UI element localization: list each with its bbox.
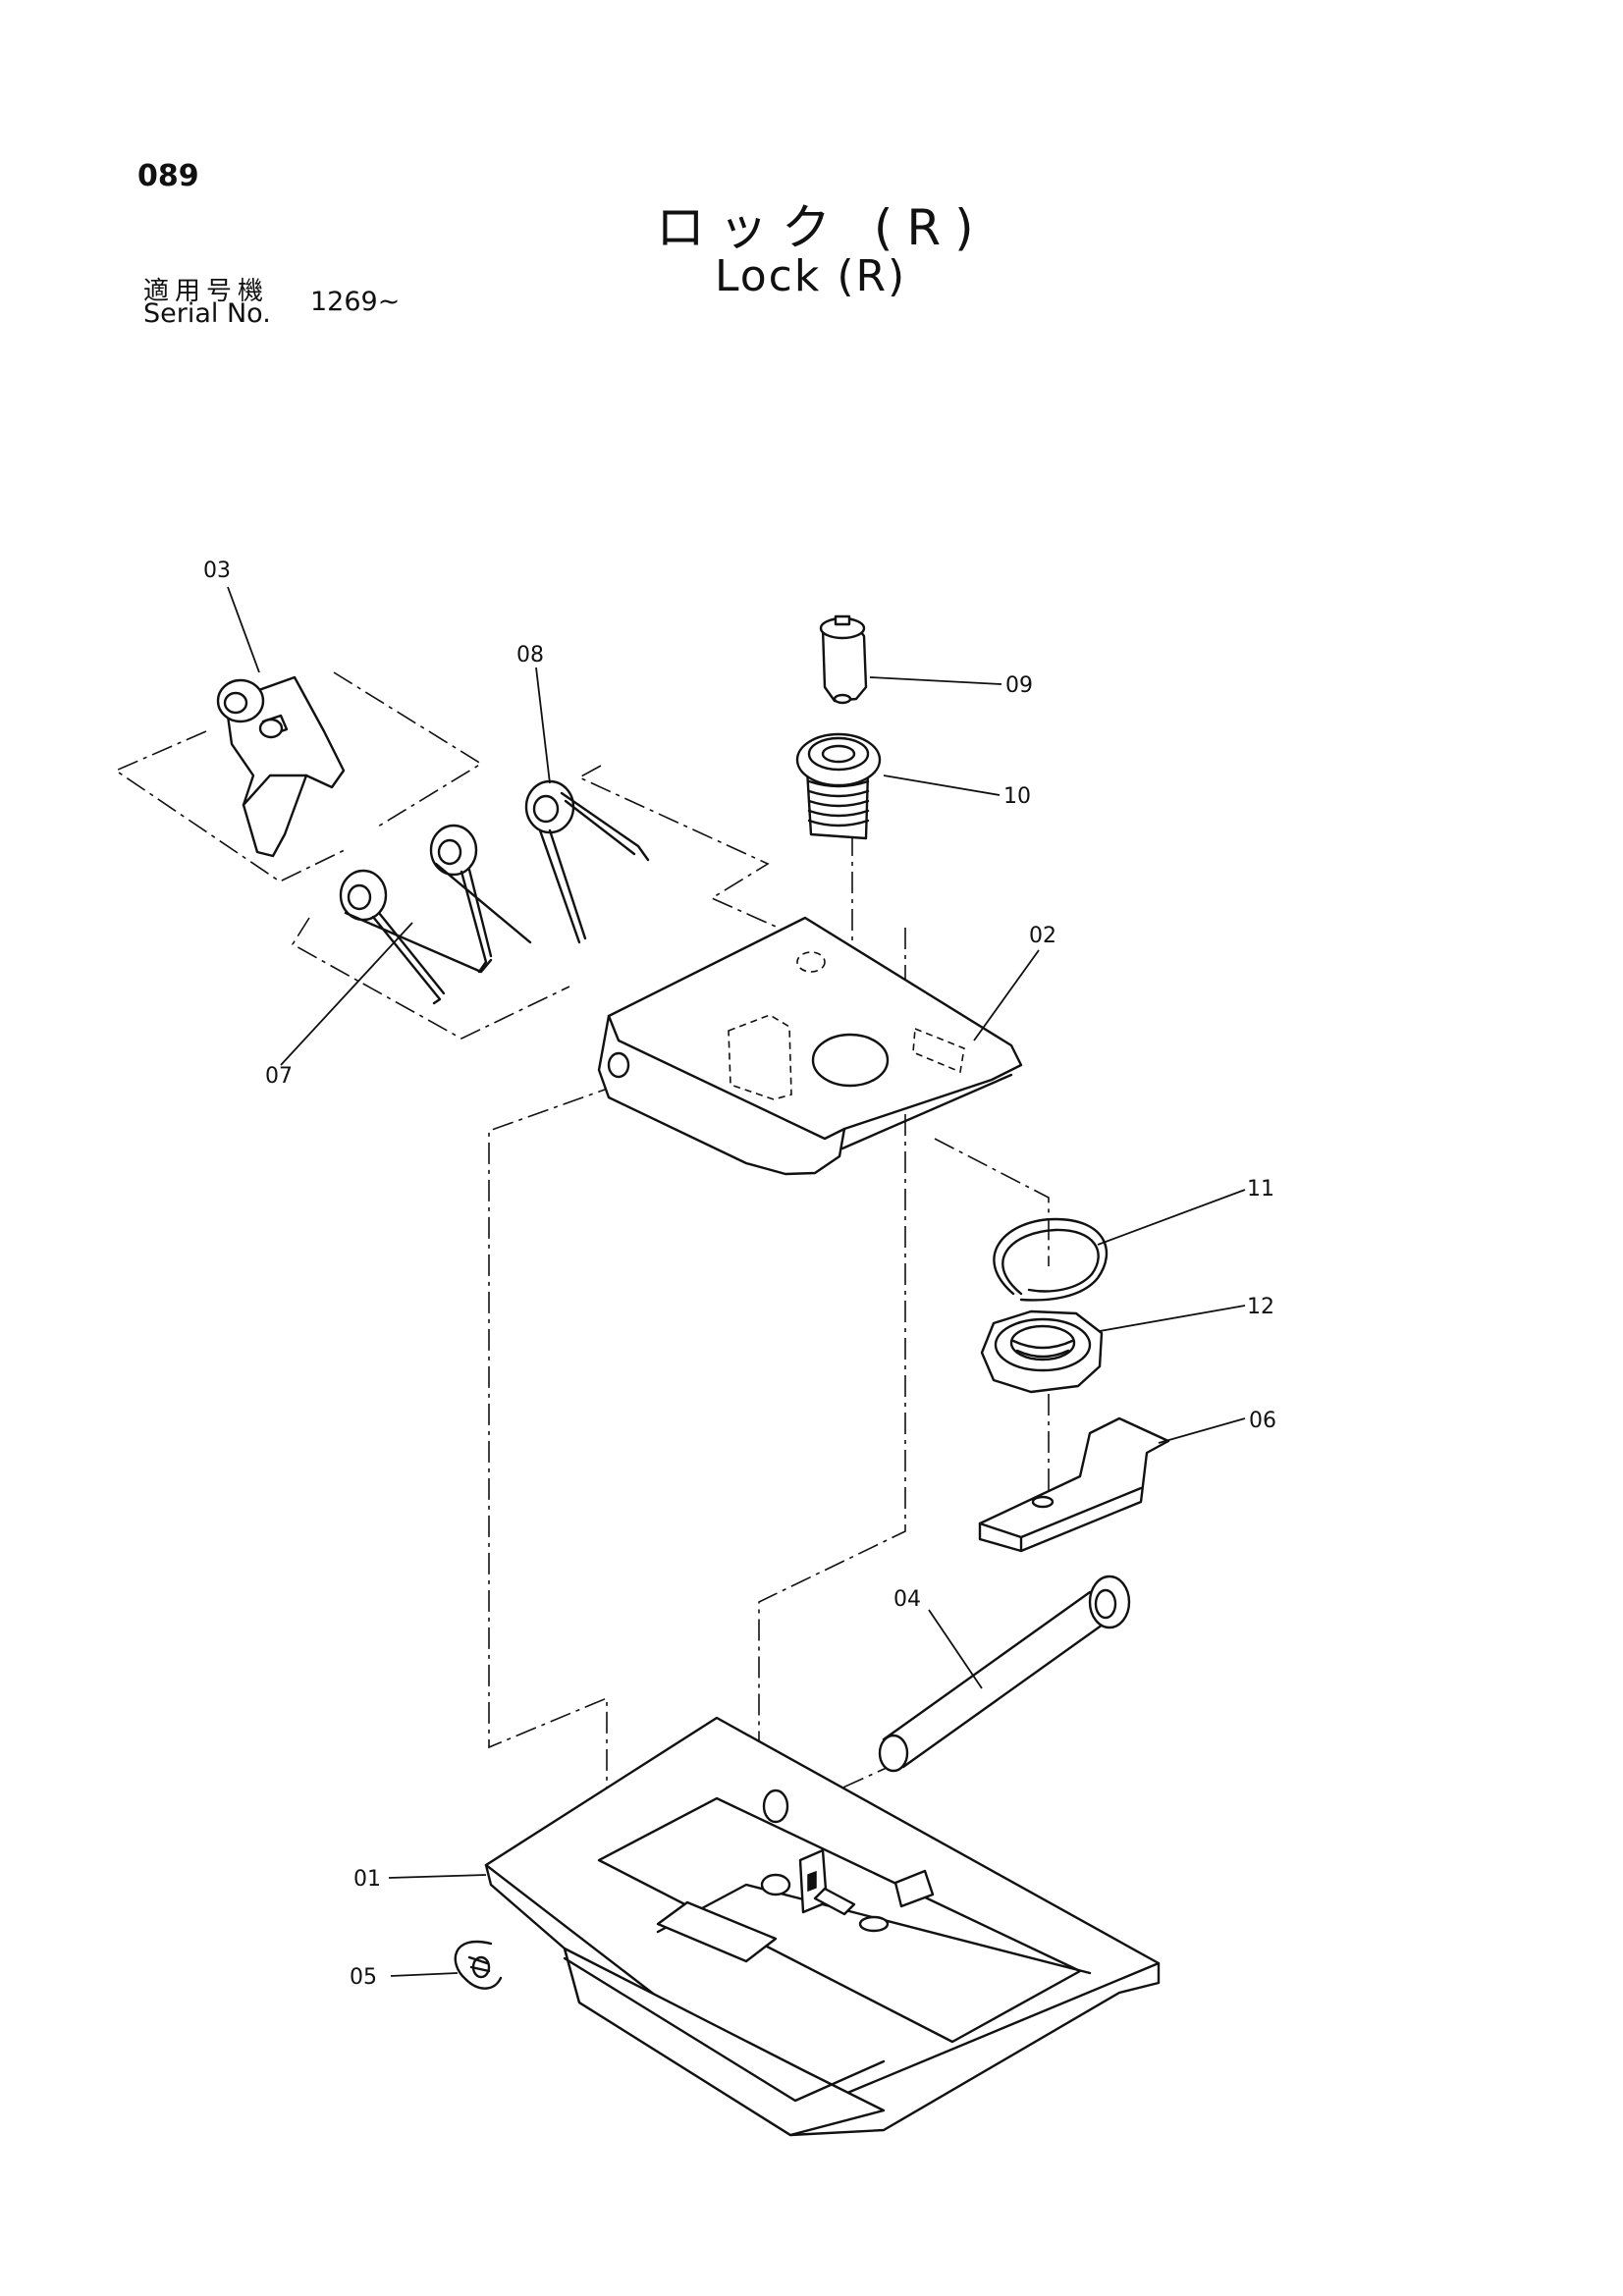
label-01: 01 [353,1867,381,1892]
label-03: 03 [203,559,231,583]
label-04: 04 [893,1587,921,1612]
label-12: 12 [1247,1295,1274,1319]
part-08-torsion-spring [524,779,650,944]
label-08: 08 [516,643,544,667]
part-11-snap-ring [993,1217,1109,1302]
label-05: 05 [350,1965,377,1990]
title-japanese: ロック (R) [656,199,988,256]
page-number: 089 [137,159,199,193]
part-06-bracket-plate [978,1416,1170,1553]
title-english: Lock (R) [715,251,907,301]
label-10: 10 [1003,784,1031,809]
part-09-key-cylinder [819,614,868,705]
leader-lines [227,586,1246,1977]
serial-number-range: 1269~ [310,287,401,317]
label-11: 11 [1247,1177,1274,1201]
part-04-hinge-pin [878,1575,1131,1773]
serial-label-english: Serial No. [143,298,271,329]
label-02: 02 [1029,924,1056,948]
part-02-upper-plate [597,916,1023,1176]
part-07-torsion-spring [339,824,532,1005]
label-07: 07 [265,1064,293,1089]
label-06: 06 [1249,1409,1276,1433]
part-12-hex-nut [980,1309,1104,1394]
part-number-labels: 03 08 09 10 02 07 11 12 06 04 01 05 [203,559,1276,1990]
assembly-guide-lines [114,671,1050,1914]
part-10-threaded-bushing [795,732,882,840]
part-05-e-ring [454,1940,503,1990]
part-03-latch-hook [216,675,346,858]
serial-label-japanese: 適用号機 [143,277,270,306]
label-09: 09 [1005,673,1033,698]
part-01-base-tray [484,1716,1161,2137]
